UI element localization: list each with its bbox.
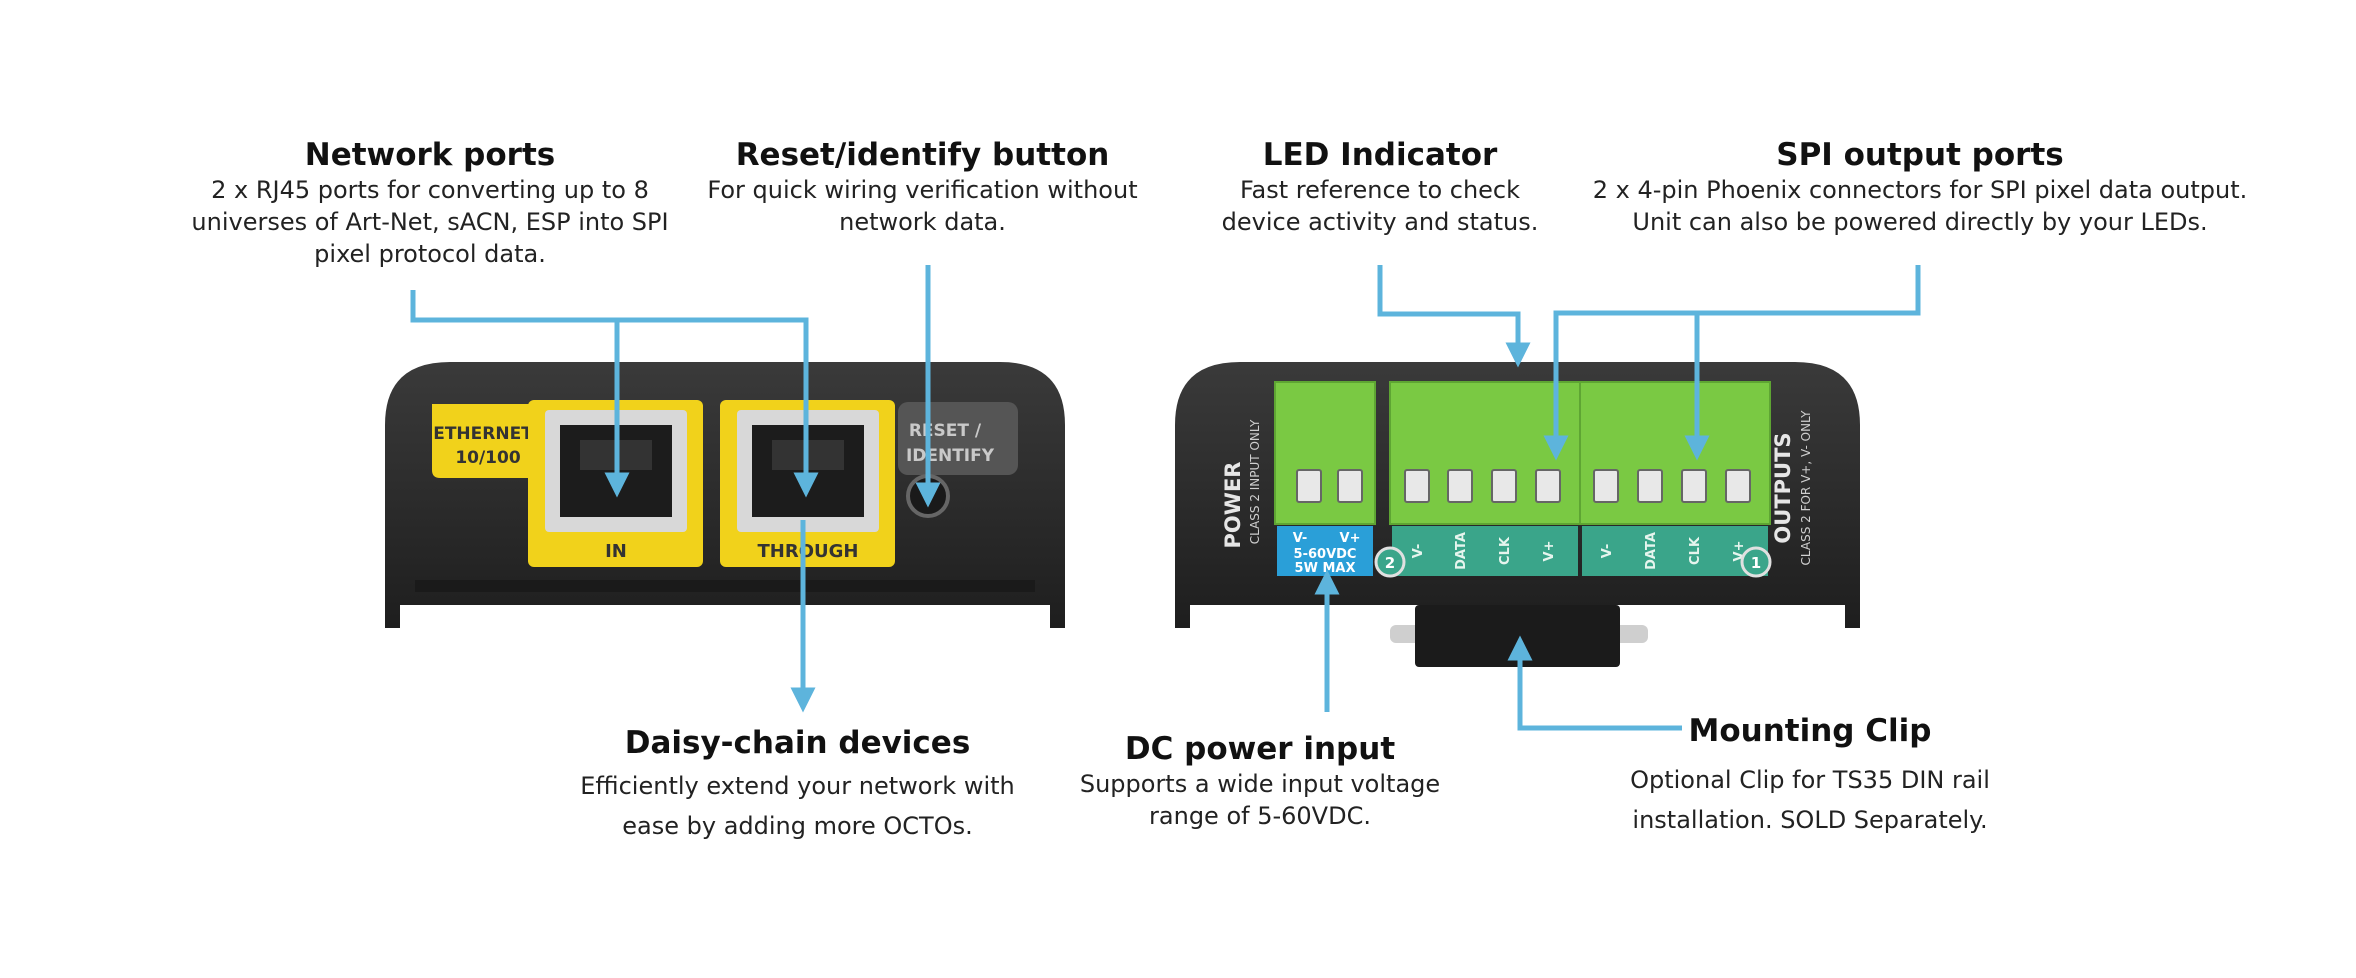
left-device-base-line [415, 580, 1035, 592]
power-pin-vplus: V+ [1340, 531, 1361, 546]
output-1-pin-strip [1582, 526, 1768, 576]
callout-title: LED Indicator [1262, 137, 1498, 173]
left-device: ETHERNET 10/100 IN THROUGH RESET / IDENT… [385, 362, 1065, 628]
callout-led-indicator: LED Indicator Fast reference to check de… [1215, 136, 1545, 238]
callout-desc: Efficiently extend your network with eas… [580, 772, 1015, 840]
power-sublabel: CLASS 2 INPUT ONLY [1248, 419, 1262, 544]
ethernet-label-line1: ETHERNET [433, 424, 533, 444]
output-2-pin-strip [1392, 526, 1578, 576]
power-max: 5W MAX [1295, 561, 1356, 576]
leader-spi-2 [1543, 265, 1921, 461]
reset-label-line2: IDENTIFY [906, 446, 995, 466]
pin-label: V+ [1542, 541, 1557, 562]
callout-title: Reset/identify button [735, 137, 1110, 173]
ethernet-label-line2: 10/100 [455, 448, 521, 468]
callout-dc-power: DC power input Supports a wide input vol… [1070, 730, 1450, 832]
callout-desc: 2 x 4-pin Phoenix connectors for SPI pix… [1592, 176, 2248, 236]
connector-screws [1296, 469, 1751, 503]
power-label: POWER [1221, 462, 1245, 549]
callout-mounting-clip: Mounting Clip Optional Clip for TS35 DIN… [1610, 712, 2010, 840]
callout-title: Network ports [304, 137, 556, 173]
power-pin-strip [1277, 526, 1373, 576]
leader-led [1377, 265, 1531, 368]
pin-label: DATA [1454, 532, 1469, 570]
callout-desc: Fast reference to check device activity … [1221, 176, 1539, 236]
output-2-pin-labels: V- DATA CLK V+ [1411, 532, 1557, 570]
callout-desc: 2 x RJ45 ports for converting up to 8 un… [191, 176, 669, 268]
channel-2-badge [1374, 546, 1406, 578]
callout-spi-ports: SPI output ports 2 x 4-pin Phoenix conne… [1580, 136, 2260, 238]
callout-title: SPI output ports [1776, 137, 2064, 173]
callout-reset-button: Reset/identify button For quick wiring v… [700, 136, 1145, 238]
callout-network-ports: Network ports 2 x RJ45 ports for convert… [185, 136, 675, 270]
pin-label: CLK [1688, 536, 1703, 565]
leader-network-through [617, 317, 819, 498]
port-through-label: THROUGH [758, 541, 859, 562]
pin-label: V- [1600, 544, 1615, 559]
callout-daisy-chain: Daisy-chain devices Efficiently extend y… [575, 724, 1020, 846]
callout-desc: For quick wiring verification without ne… [707, 176, 1138, 236]
power-range: 5-60VDC [1294, 547, 1357, 562]
channel-1-badge [1740, 546, 1772, 578]
right-device: POWER CLASS 2 INPUT ONLY OUTPUTS CLASS 2… [1175, 362, 1860, 667]
ethernet-label-plate [432, 404, 530, 478]
pin-label: V- [1411, 544, 1426, 559]
callout-title: Mounting Clip [1688, 713, 1932, 749]
reset-label-line1: RESET / [909, 421, 982, 441]
channel-1-badge-label: 1 [1751, 554, 1761, 572]
channel-2-badge-label: 2 [1385, 554, 1395, 572]
leader-network-in [410, 290, 630, 498]
pin-label: CLK [1498, 536, 1513, 565]
callout-desc: Supports a wide input voltage range of 5… [1079, 770, 1441, 830]
power-pin-vminus: V- [1293, 531, 1308, 546]
callout-title: Daisy-chain devices [624, 725, 971, 761]
leader-lines [410, 265, 1921, 731]
outputs-label: OUTPUTS [1771, 432, 1795, 543]
port-in-label: IN [605, 541, 627, 562]
outputs-sublabel: CLASS 2 FOR V+, V- ONLY [1799, 410, 1813, 566]
callout-desc: Optional Clip for TS35 DIN rail installa… [1630, 766, 1990, 834]
callout-title: DC power input [1124, 731, 1396, 767]
leader-mounting-clip [1507, 635, 1682, 731]
pin-label: DATA [1644, 532, 1659, 570]
